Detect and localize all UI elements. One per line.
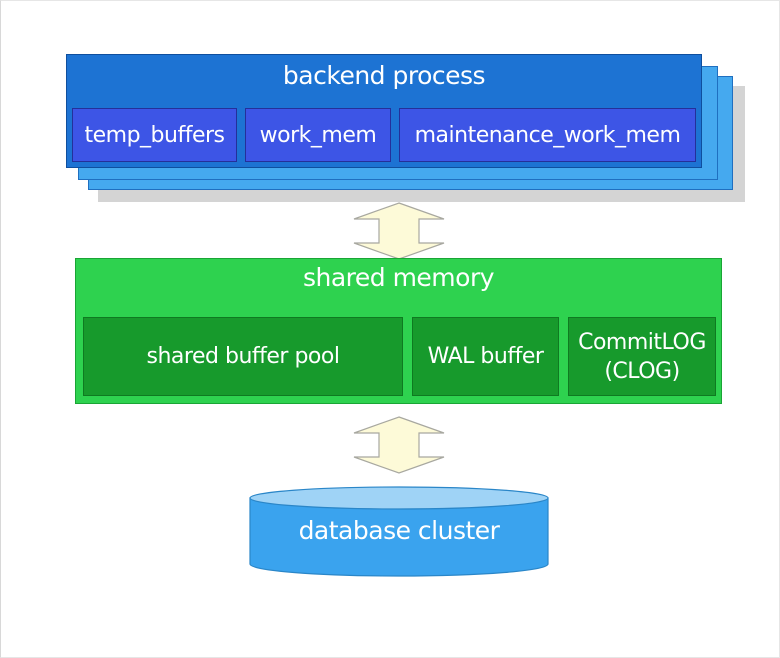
database-cylinder-top <box>249 486 549 510</box>
double-arrow-shape <box>353 416 445 474</box>
double-arrow-icon <box>353 202 445 260</box>
commit-log-cell: CommitLOG (CLOG) <box>568 317 716 396</box>
maintenance-work-mem-cell: maintenance_work_mem <box>399 108 696 162</box>
backend-process-title: backend process <box>282 61 486 90</box>
database-cylinder-icon <box>249 486 549 577</box>
double-arrow-shape <box>353 202 445 260</box>
shared-memory-box: shared memory shared buffer pool WAL buf… <box>75 258 722 404</box>
shared-memory-title: shared memory <box>302 263 495 292</box>
work-mem-cell: work_mem <box>245 108 391 162</box>
wal-buffer-cell: WAL buffer <box>412 317 559 396</box>
database-cluster-label: database cluster <box>298 516 500 545</box>
backend-process-box: backend process temp_buffers work_mem ma… <box>66 54 702 168</box>
temp-buffers-cell: temp_buffers <box>72 108 237 162</box>
double-arrow-icon <box>353 416 445 474</box>
database-cylinder-body <box>249 497 549 577</box>
shared-buffer-pool-cell: shared buffer pool <box>83 317 403 396</box>
